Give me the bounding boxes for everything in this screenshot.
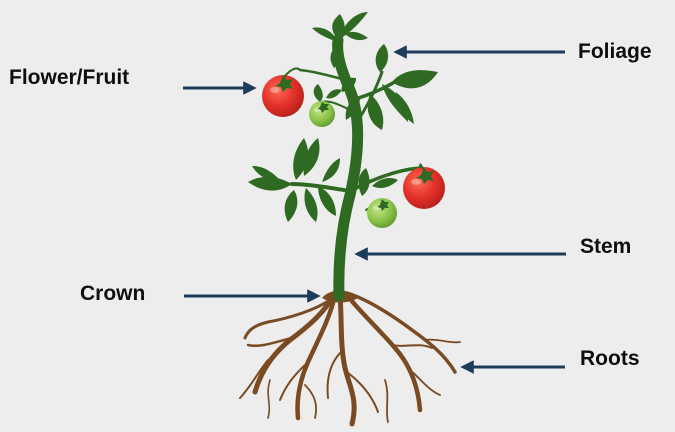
crown-label: Crown: [80, 282, 145, 306]
roots-label: Roots: [580, 347, 640, 371]
stem-label: Stem: [580, 235, 631, 259]
flower-fruit-label: Flower/Fruit: [9, 66, 129, 90]
foliage-label: Foliage: [578, 40, 652, 64]
roots: [240, 293, 460, 424]
